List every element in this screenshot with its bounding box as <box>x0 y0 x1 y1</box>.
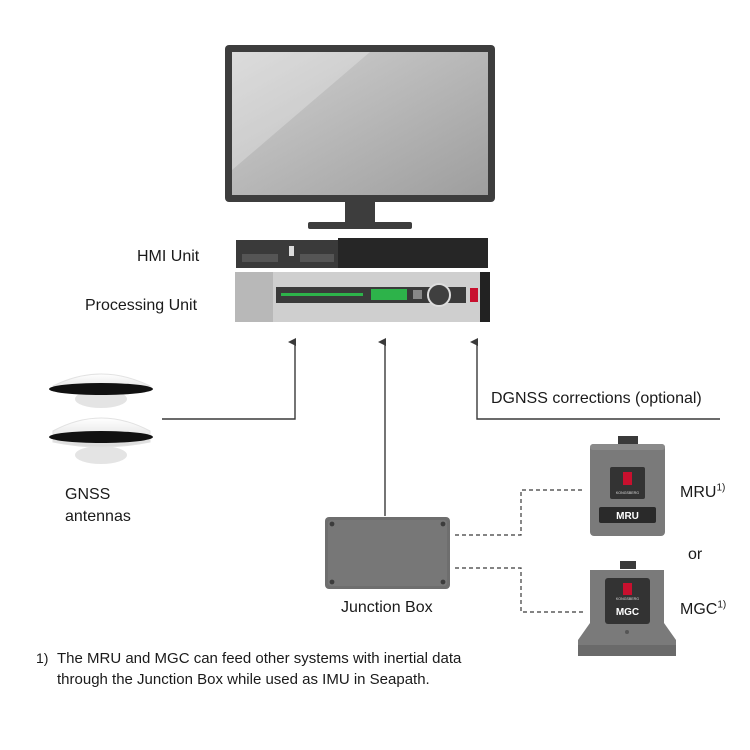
status-bar <box>281 293 363 296</box>
footnote-line1: The MRU and MGC can feed other systems w… <box>57 650 462 667</box>
screw-icon <box>329 521 335 527</box>
mgc-panel-text: MGC <box>616 607 639 618</box>
processing-unit-label: Processing Unit <box>85 297 198 314</box>
footnote-marker: 1) <box>36 650 49 666</box>
gnss-to-processing-line <box>162 338 296 420</box>
brand-logo-mru <box>623 472 632 485</box>
front-knob <box>427 283 451 307</box>
screen-glare <box>232 52 370 170</box>
or-label: or <box>688 546 703 563</box>
hmi-right-panel <box>338 238 488 268</box>
junction-box <box>325 517 450 589</box>
screw-icon <box>440 579 446 585</box>
footnote-mark: 1) <box>717 599 727 611</box>
monitor-screen <box>232 52 488 195</box>
brand-logo-mgc <box>623 583 632 595</box>
mru-panel-text: MRU <box>616 511 639 522</box>
mru-dashed-link <box>455 489 585 536</box>
brand-logo-processing <box>470 288 478 302</box>
gnss-antenna-bottom <box>49 417 153 464</box>
mru-unit: KONGSBERG MRU <box>590 436 665 536</box>
gnss-antennas-label-line1: GNSS <box>65 486 111 503</box>
hmi-vent-right <box>300 254 334 262</box>
hmi-logo <box>289 246 294 256</box>
footnote-mark: 1) <box>716 482 726 494</box>
monitor-base <box>308 222 412 229</box>
mgc-logo-word: KONGSBERG <box>616 597 639 601</box>
processing-right-handle <box>480 272 490 322</box>
dgnss-label: DGNSS corrections (optional) <box>491 390 702 407</box>
mru-name-panel <box>599 507 656 523</box>
dgnss-to-processing-line <box>470 338 720 420</box>
footnote-line2: through the Junction Box while used as I… <box>57 671 430 688</box>
mru-logo-word: KONGSBERG <box>616 491 639 495</box>
monitor <box>225 45 495 229</box>
gnss-antennas-label-line2: antennas <box>65 508 131 525</box>
hmi-unit-label: HMI Unit <box>137 248 200 265</box>
front-key <box>413 290 422 299</box>
hmi-unit <box>236 238 488 268</box>
hmi-vent <box>242 254 278 262</box>
front-display <box>371 289 407 300</box>
gnss-antenna-top <box>49 373 153 408</box>
monitor-neck <box>345 202 375 224</box>
mgc-dashed-link <box>455 567 585 613</box>
mru-label-text: MRU <box>680 484 717 501</box>
mgc-indicator <box>625 630 629 634</box>
screw-icon <box>440 521 446 527</box>
mgc-label-text: MGC <box>680 601 718 618</box>
processing-left-handle <box>235 272 273 322</box>
screw-icon <box>329 579 335 585</box>
mgc-label: MGC1) <box>680 600 726 620</box>
mgc-unit: KONGSBERG MGC <box>578 561 676 656</box>
mru-label: MRU1) <box>680 483 725 503</box>
mgc-logo-plate <box>605 578 650 624</box>
junction-box-label: Junction Box <box>341 599 433 616</box>
processing-unit <box>235 272 490 322</box>
